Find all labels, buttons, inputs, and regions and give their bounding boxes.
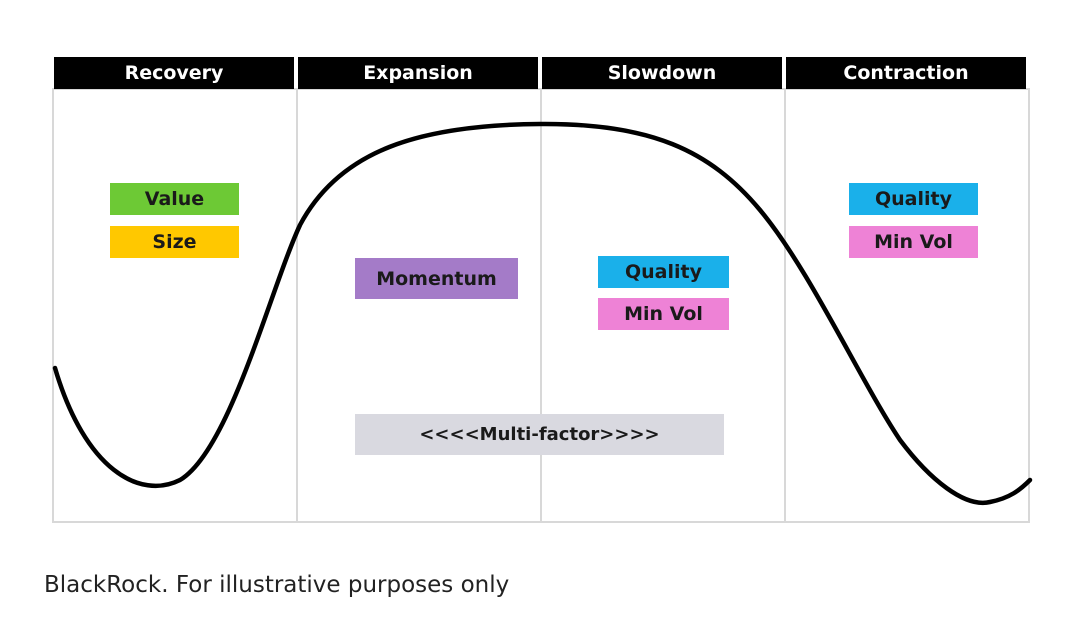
business-cycle-curve <box>52 121 1033 506</box>
source-caption: BlackRock. For illustrative purposes onl… <box>44 572 510 598</box>
multi-factor-band: <<<<Multi-factor>>>> <box>355 414 724 455</box>
factor-tag-value: Value <box>110 183 239 215</box>
phase-header-recovery: Recovery <box>54 57 294 89</box>
factor-tag-momentum: Momentum <box>355 258 518 299</box>
phase-header-slowdown: Slowdown <box>542 57 782 89</box>
factor-tag-minvol-slowdown: Min Vol <box>598 298 729 330</box>
factor-tag-quality-contraction: Quality <box>849 183 978 215</box>
factor-tag-quality-slowdown: Quality <box>598 256 729 288</box>
business-cycle-diagram: Recovery Expansion Slowdown Contraction … <box>52 57 1033 523</box>
factor-tag-minvol-contraction: Min Vol <box>849 226 978 258</box>
phase-header-contraction: Contraction <box>786 57 1026 89</box>
phase-header-expansion: Expansion <box>298 57 538 89</box>
factor-tag-size: Size <box>110 226 239 258</box>
